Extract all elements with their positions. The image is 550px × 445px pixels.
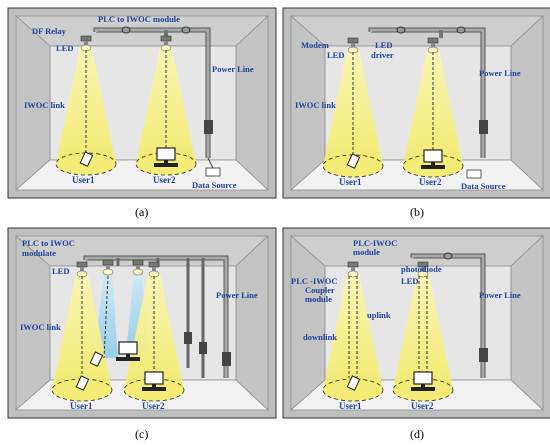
label-data-source: Data Source: [192, 180, 237, 190]
label-user2: User2: [419, 177, 442, 187]
label-user1: User1: [70, 401, 93, 411]
label-plc-2: modulate: [22, 248, 56, 258]
label-coupler-1: PLC -IWOC: [291, 276, 338, 286]
panel-a: PLC to IWOC module DF Relay LED Power Li…: [7, 7, 277, 219]
label-user2: User2: [411, 401, 434, 411]
label-downlink: downlink: [303, 332, 337, 342]
caption: (a): [135, 205, 148, 219]
label-modem: Modem: [301, 40, 329, 50]
label-user1: User1: [72, 175, 95, 185]
label-iwoc-link: IWOC link: [24, 100, 65, 110]
label-led: LED: [401, 276, 418, 286]
label-led: LED: [52, 266, 69, 276]
label-iwoc-link: IWOC link: [295, 100, 336, 110]
label-df-relay: DF Relay: [32, 26, 67, 36]
label-coupler-2: Coupler: [305, 285, 335, 295]
label-power-line: Power Line: [479, 290, 521, 300]
label-led: LED: [327, 50, 344, 60]
label-user1: User1: [339, 401, 362, 411]
panel-d: PLC-IWOC module PLC -IWOC Coupler module…: [282, 227, 550, 441]
label-user2: User2: [142, 401, 165, 411]
label-power-line: Power Line: [479, 68, 521, 78]
panel-c: PLC to IWOC modulate LED Power Line IWOC…: [7, 227, 277, 441]
label-photodiode: photodiode: [401, 264, 442, 274]
label-data-source: Data Source: [461, 181, 506, 191]
caption: (d): [410, 427, 424, 441]
label-plc-1: PLC to IWOC: [22, 238, 75, 248]
label-led: LED: [56, 43, 73, 53]
label-plc-iwoc-2: module: [353, 247, 380, 257]
label-coupler-3: module: [305, 294, 332, 304]
caption: (b): [410, 205, 424, 219]
label-power-line: Power Line: [216, 290, 258, 300]
label-plc-module: PLC to IWOC module: [98, 14, 180, 24]
label-led-driver-1: LED: [375, 40, 392, 50]
label-plc-iwoc-1: PLC-IWOC: [353, 238, 397, 248]
label-power-line: Power Line: [212, 64, 254, 74]
label-user2: User2: [153, 175, 176, 185]
label-user1: User1: [339, 177, 362, 187]
panel-b: Modem LED LED driver Power Line IWOC lin…: [282, 7, 550, 219]
label-uplink: uplink: [367, 310, 391, 320]
label-led-driver-2: driver: [371, 50, 394, 60]
label-iwoc-link: IWOC link: [20, 322, 61, 332]
caption: (c): [135, 427, 148, 441]
